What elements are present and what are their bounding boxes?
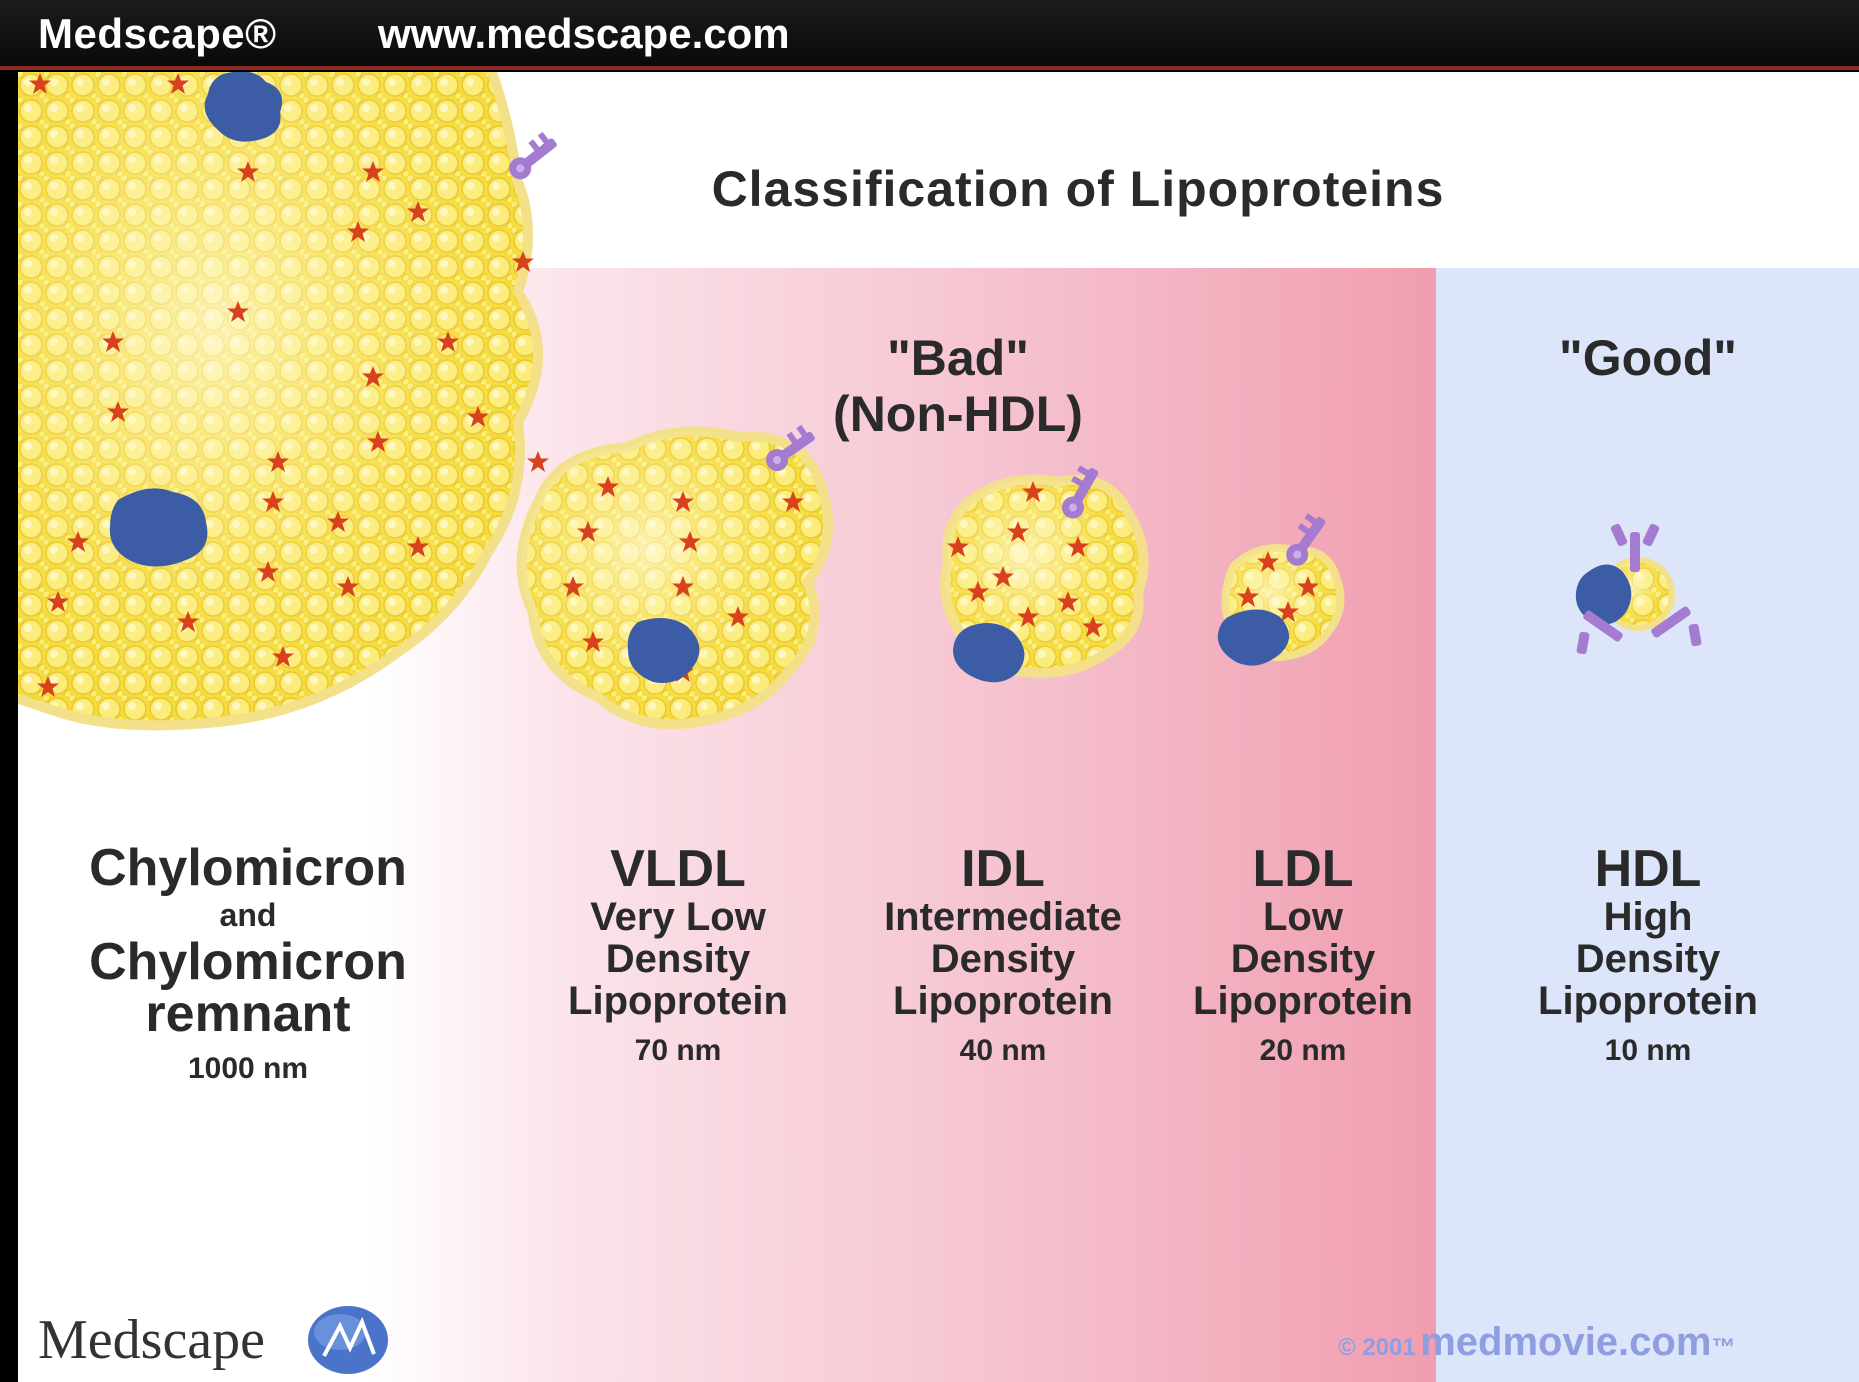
apoprotein-blob-icon: [627, 618, 700, 683]
chylomicron-particle: [18, 72, 562, 731]
bad-zone-label: "Bad" (Non-HDL): [738, 330, 1178, 442]
class-vldl-name-line1: Very Low: [590, 895, 766, 939]
bad-zone-background: [368, 268, 1454, 1382]
class-chylomicron-connector: and: [219, 897, 277, 933]
class-idl-name-line1: Intermediate: [884, 895, 1122, 939]
idl-particle: [940, 461, 1149, 683]
bad-zone-label-line2: (Non-HDL): [833, 386, 1083, 442]
hdl-particle: [1575, 523, 1702, 655]
topbar-url[interactable]: www.medscape.com: [378, 10, 790, 57]
class-hdl-abbr: HDL: [1594, 840, 1702, 898]
medscape-logo-text: Medscape: [38, 1309, 266, 1371]
copyright-year: © 2001: [1338, 1334, 1416, 1361]
class-idl-name-line3: Lipoprotein: [893, 979, 1113, 1023]
apoprotein-blob-icon: [109, 488, 208, 567]
class-chylomicron-size: 1000 nm: [187, 1052, 309, 1085]
class-vldl: VLDL Very Low Density Lipoprotein 70 nm: [518, 842, 838, 1068]
class-hdl: HDL High Density Lipoprotein 10 nm: [1488, 842, 1808, 1068]
class-hdl-size: 10 nm: [1604, 1034, 1692, 1067]
apoprotein-blob-icon: [204, 72, 283, 142]
slide: Classification of Lipoproteins "Bad" (No…: [18, 72, 1859, 1382]
bad-zone-label-line1: "Bad": [887, 330, 1029, 386]
vldl-particle: [516, 422, 833, 730]
class-chylomicron-name-line1: Chylomicron: [89, 933, 407, 991]
class-hdl-name-line2: Density: [1575, 937, 1721, 981]
trademark-mark: ™: [1711, 1334, 1736, 1361]
diagram-title: Classification of Lipoproteins: [711, 161, 1445, 217]
good-zone-label: "Good": [1559, 330, 1737, 386]
class-chylomicron-name-line2: remnant: [145, 985, 351, 1043]
good-zone-background: [1436, 268, 1859, 1382]
apoprotein-blob-icon: [953, 623, 1025, 683]
class-ldl-abbr: LDL: [1252, 840, 1354, 898]
class-ldl-name-line2: Density: [1230, 937, 1376, 981]
class-hdl-name-line3: Lipoprotein: [1538, 979, 1758, 1023]
apoprotein-blob-icon: [1575, 564, 1632, 625]
receptor-key-icon: [1576, 523, 1702, 655]
apoprotein-blob-icon: [1217, 609, 1289, 666]
medscape-logo-mark-icon: [308, 1306, 388, 1374]
class-idl: IDL Intermediate Density Lipoprotein 40 …: [843, 842, 1163, 1068]
class-idl-abbr: IDL: [961, 840, 1045, 898]
class-chylomicron-abbr: Chylomicron: [89, 839, 407, 897]
class-chylomicron: Chylomicron and Chylomicron remnant 1000…: [38, 842, 458, 1086]
class-ldl-name-line3: Lipoprotein: [1193, 979, 1413, 1023]
class-vldl-abbr: VLDL: [610, 840, 746, 898]
top-bar: Medscape® www.medscape.com: [0, 0, 1859, 70]
class-ldl-name-line1: Low: [1263, 895, 1343, 939]
class-ldl-size: 20 nm: [1259, 1034, 1347, 1067]
copyright-notice: © 2001 medmovie.com™: [1338, 1320, 1735, 1365]
class-idl-name-line2: Density: [930, 937, 1076, 981]
copyright-site: medmovie.com: [1420, 1320, 1712, 1364]
ldl-particle: [1217, 510, 1345, 666]
class-idl-size: 40 nm: [959, 1034, 1047, 1067]
topbar-brand: Medscape®: [38, 10, 277, 57]
class-hdl-name-line1: High: [1603, 895, 1693, 939]
class-vldl-size: 70 nm: [634, 1034, 722, 1067]
class-vldl-name-line3: Lipoprotein: [568, 979, 788, 1023]
class-vldl-name-line2: Density: [605, 937, 751, 981]
class-ldl: LDL Low Density Lipoprotein 20 nm: [1158, 842, 1448, 1068]
lipoprotein-illustration: [18, 72, 1702, 1374]
